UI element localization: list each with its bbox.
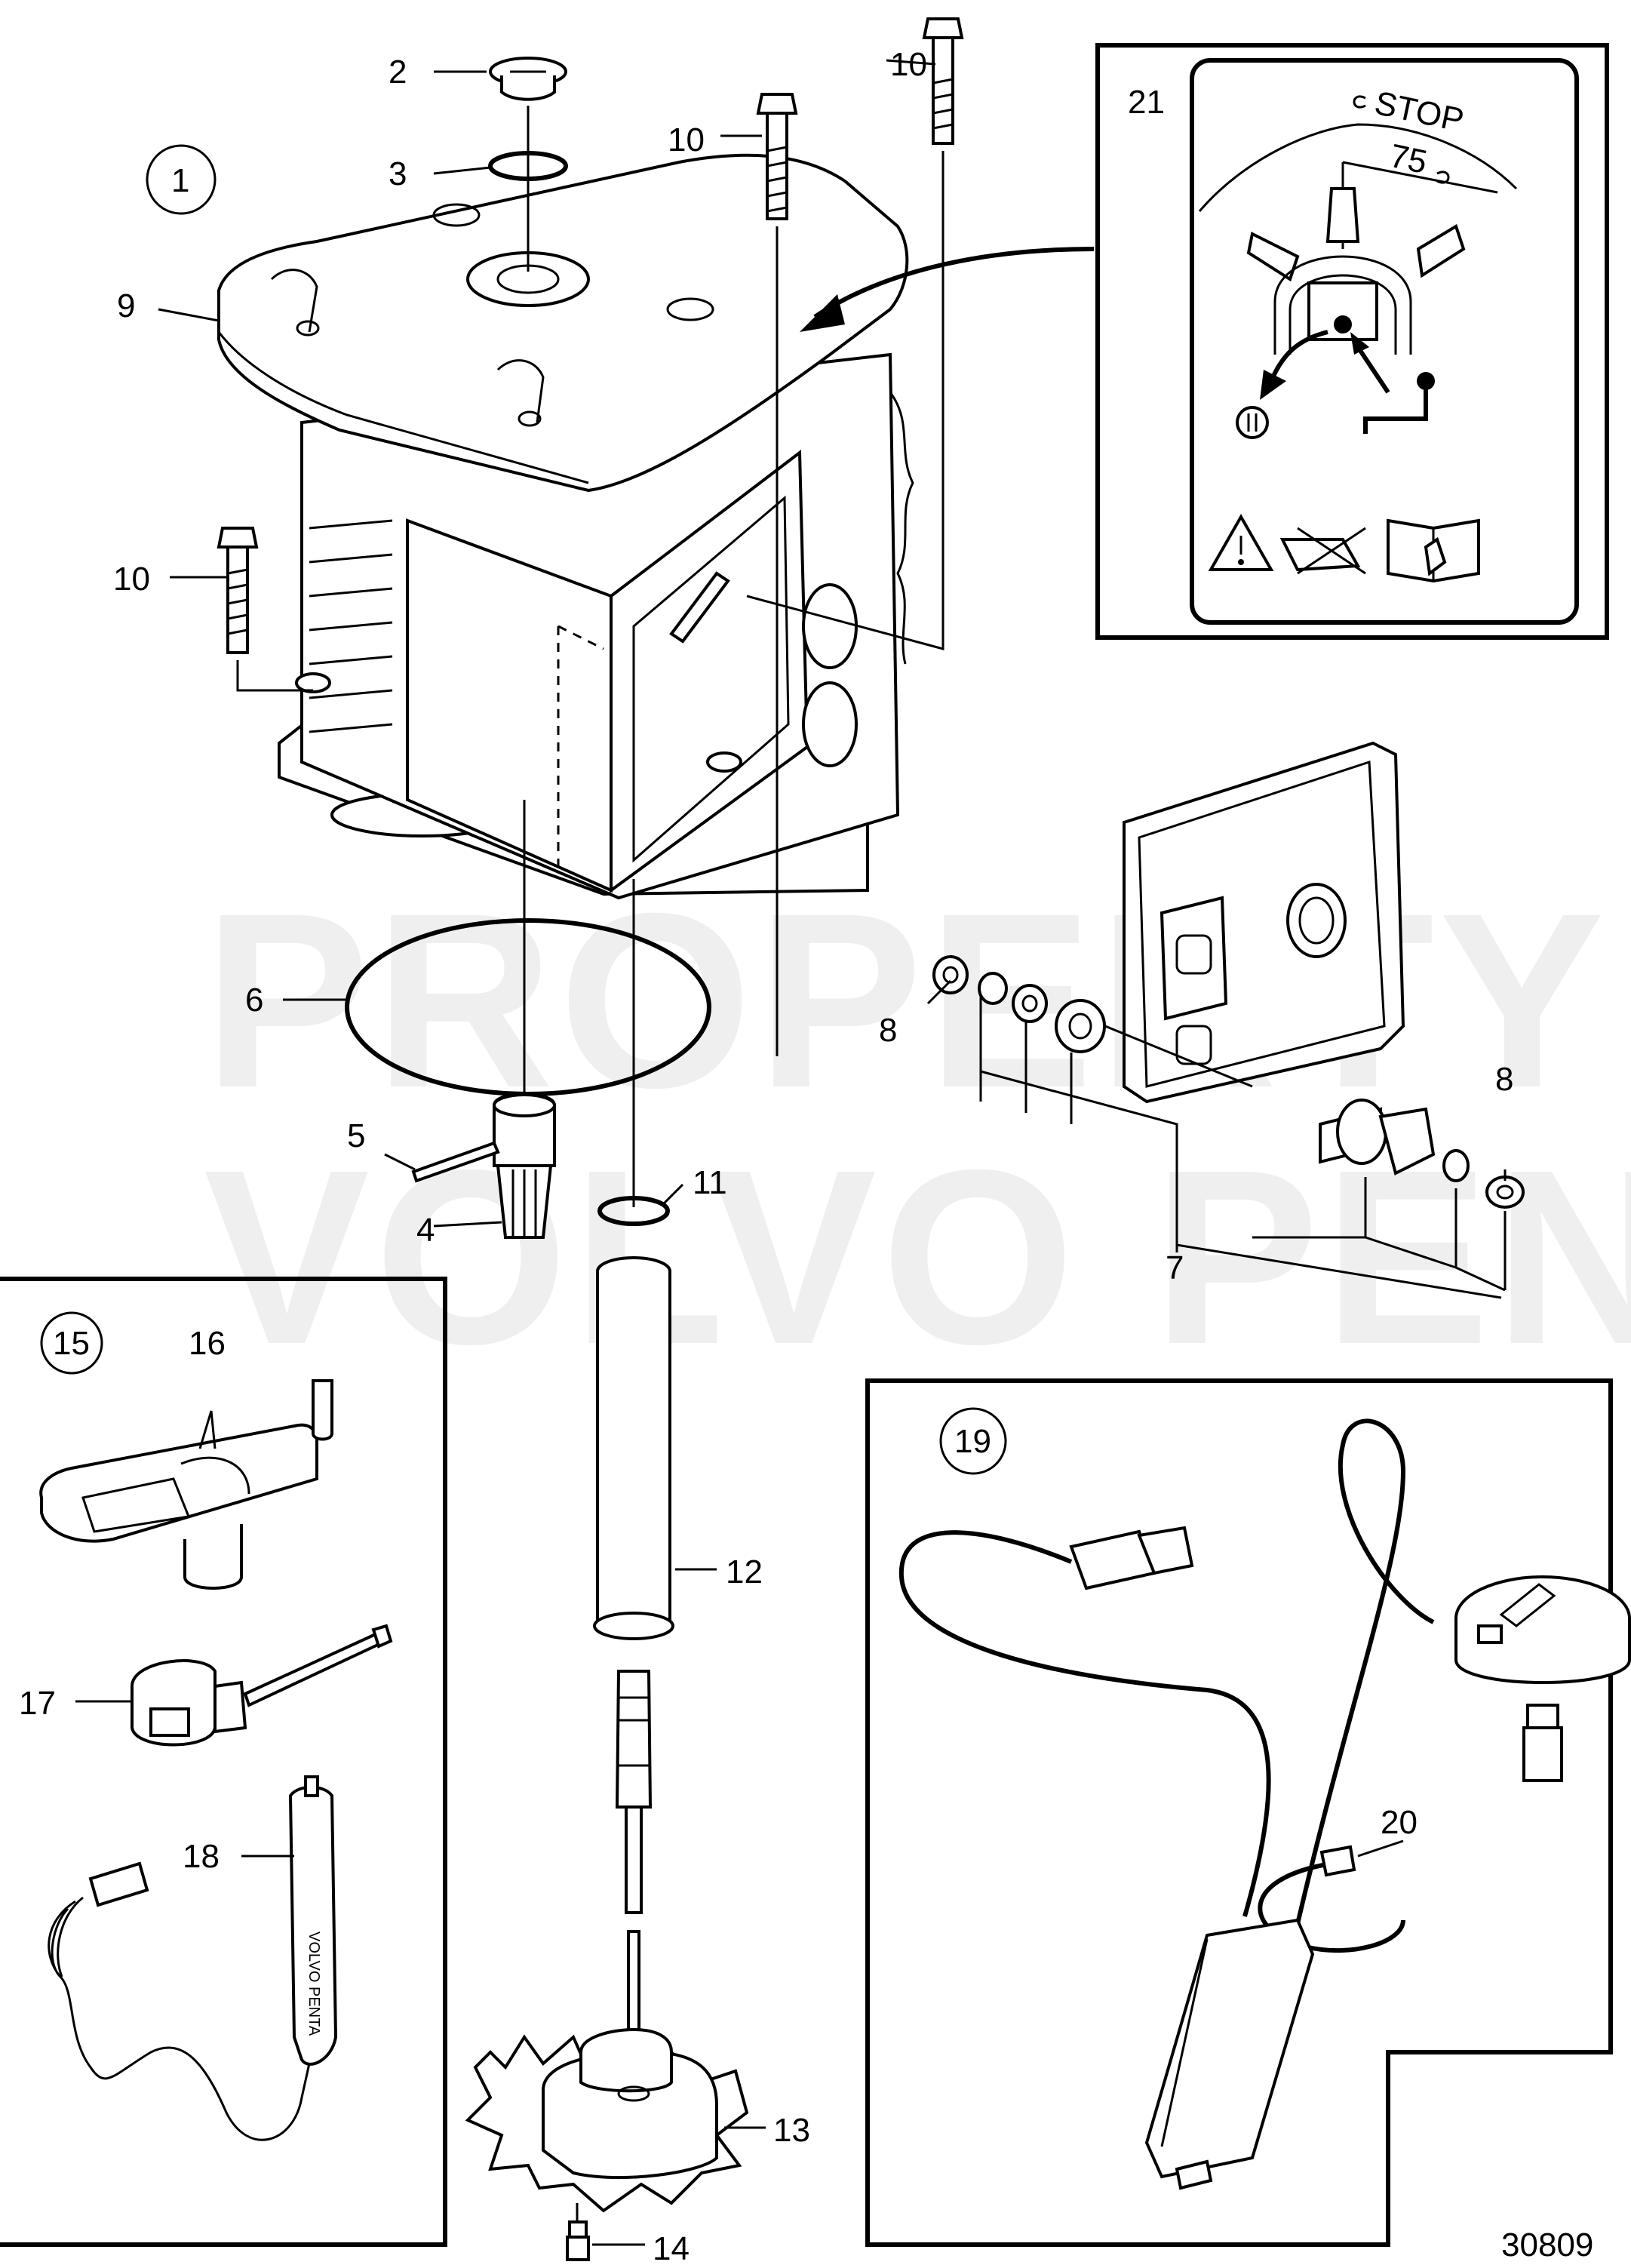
callout-10-right: 10 <box>890 46 927 83</box>
circled-callouts <box>40 144 1007 1475</box>
callout-2: 2 <box>389 54 407 91</box>
callout-12: 12 <box>726 1553 763 1590</box>
callout-21: 21 <box>1128 84 1165 121</box>
tube-12 <box>593 879 674 1640</box>
callout-8-right: 8 <box>1495 1061 1513 1098</box>
stud-hardware-right <box>1252 1099 1525 1292</box>
callout-3: 3 <box>389 155 407 192</box>
screw-14 <box>566 2203 590 2261</box>
top-cover <box>217 153 909 493</box>
decal-angle-label: 75 <box>1387 137 1430 181</box>
sensor-shaft-13 <box>465 1670 749 2213</box>
callout-4: 4 <box>416 1212 435 1249</box>
callout-18: 18 <box>183 1838 220 1875</box>
plug-and-seal <box>488 57 568 272</box>
callout-10-middle: 10 <box>668 121 705 158</box>
watermark-line1: PROPERTY OF <box>204 861 1631 1139</box>
bolt-10-middle <box>756 93 798 1056</box>
callout-17: 17 <box>19 1685 56 1722</box>
callout-15: 15 <box>53 1325 90 1362</box>
callout-20: 20 <box>1381 1804 1418 1841</box>
bolt-10-right <box>746 17 964 650</box>
callout-6: 6 <box>245 982 263 1019</box>
callout-10-left: 10 <box>113 561 150 598</box>
main-housing <box>278 352 914 900</box>
callout-19: 19 <box>954 1423 991 1460</box>
decal-stop-label: STOP <box>1371 85 1467 140</box>
cooling-fins <box>309 519 393 733</box>
callout-labels: 1 2 3 4 5 6 7 8 8 9 10 10 10 11 12 13 14… <box>19 46 1593 2267</box>
leader-lines <box>75 59 1507 2246</box>
figure-number: 30809 <box>1501 2227 1593 2263</box>
callout-16: 16 <box>189 1325 226 1362</box>
callout-5: 5 <box>347 1117 365 1154</box>
tools-detail-box: VOLVO PENTA <box>0 1277 447 2247</box>
bolt-10-left <box>217 527 313 692</box>
callout-11: 11 <box>693 1164 727 1201</box>
cover-plate-7 <box>1123 741 1405 1104</box>
coupling-4 <box>411 800 556 1239</box>
decal-detail-box: STOP 75 <box>800 43 1609 640</box>
callout-8-left: 8 <box>879 1012 897 1049</box>
callout-13: 13 <box>773 2112 810 2149</box>
callout-7: 7 <box>1166 1249 1184 1286</box>
callout-1: 1 <box>171 162 189 199</box>
module-label: VOLVO PENTA <box>306 1931 322 2036</box>
harness-detail-box <box>865 1378 1631 2247</box>
callout-9: 9 <box>117 287 135 324</box>
callout-14: 14 <box>653 2230 690 2264</box>
stud-hardware-left <box>932 955 1502 1299</box>
